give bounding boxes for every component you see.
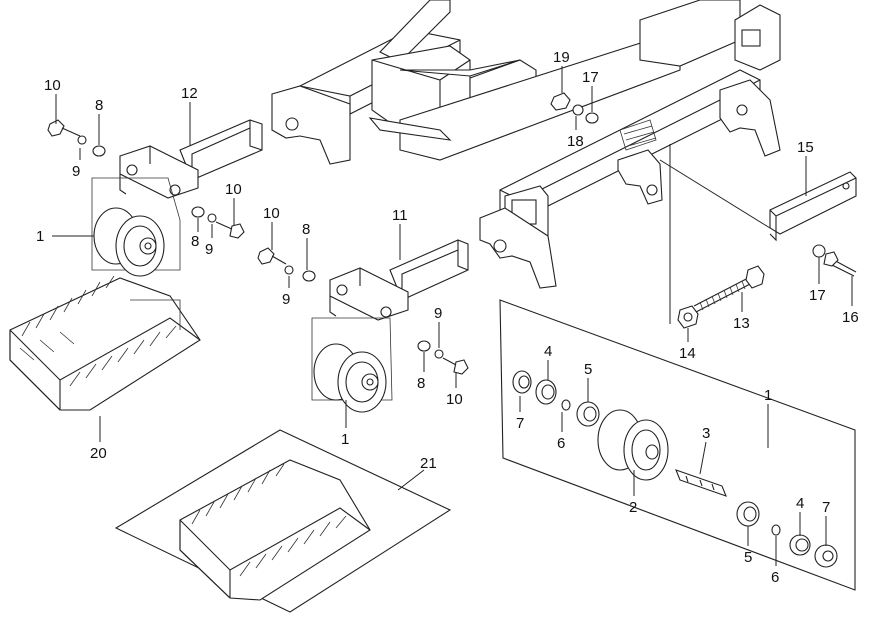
callout-4: 4: [796, 495, 804, 512]
callout-6: 6: [557, 435, 565, 452]
roller-assembly-box: [499, 299, 856, 591]
arm-12: [119, 119, 263, 199]
callout-15: 15: [797, 139, 814, 156]
hardware-left-upper: [47, 119, 245, 239]
main-frame: [271, 0, 781, 289]
callout-20: 20: [90, 445, 107, 462]
callout-2: 2: [629, 499, 637, 516]
callout-8: 8: [417, 375, 425, 392]
hardware-19-18-17: [550, 92, 599, 124]
nut-14: [677, 305, 699, 329]
arm-11: [329, 239, 469, 321]
callout-9: 9: [282, 291, 290, 308]
callout-16: 16: [842, 309, 859, 326]
hardware-middle: [257, 247, 469, 375]
callout-1: 1: [341, 431, 349, 448]
callout-13: 13: [733, 315, 750, 332]
callout-18: 18: [567, 133, 584, 150]
callout-12: 12: [181, 85, 198, 102]
callout-4: 4: [544, 343, 552, 360]
callout-10: 10: [44, 77, 61, 94]
roller-1-left: [91, 177, 181, 277]
callout-7: 7: [822, 499, 830, 516]
callout-10: 10: [225, 181, 242, 198]
callout-17: 17: [809, 287, 826, 304]
callout-21: 21: [420, 455, 437, 472]
callout-11: 11: [392, 207, 408, 224]
bracket-15: [769, 171, 857, 242]
callout-3: 3: [702, 425, 710, 442]
callout-19: 19: [553, 49, 570, 66]
callout-labels: 10 8 9 12 10 8 9 1 20 10 8 9 11 9 8 10 1…: [36, 49, 859, 586]
callout-6: 6: [771, 569, 779, 586]
callout-7: 7: [516, 415, 524, 432]
callout-8: 8: [302, 221, 310, 238]
track-21-box: [114, 429, 452, 613]
callout-9: 9: [434, 305, 442, 322]
callout-5: 5: [584, 361, 592, 378]
callout-10: 10: [446, 391, 463, 408]
leader-lines: [52, 66, 853, 566]
bolt-13: [693, 265, 765, 313]
callout-1: 1: [36, 228, 44, 245]
callout-14: 14: [679, 345, 696, 362]
callout-9: 9: [205, 241, 213, 258]
callout-9: 9: [72, 163, 80, 180]
callout-5: 5: [744, 549, 752, 566]
callout-8: 8: [95, 97, 103, 114]
track-20: [9, 275, 201, 411]
hardware-17-16: [812, 244, 857, 277]
callout-1: 1: [764, 387, 772, 404]
callout-17: 17: [582, 69, 599, 86]
roller-1-middle: [311, 317, 393, 413]
callout-10: 10: [263, 205, 280, 222]
callout-8: 8: [191, 233, 199, 250]
